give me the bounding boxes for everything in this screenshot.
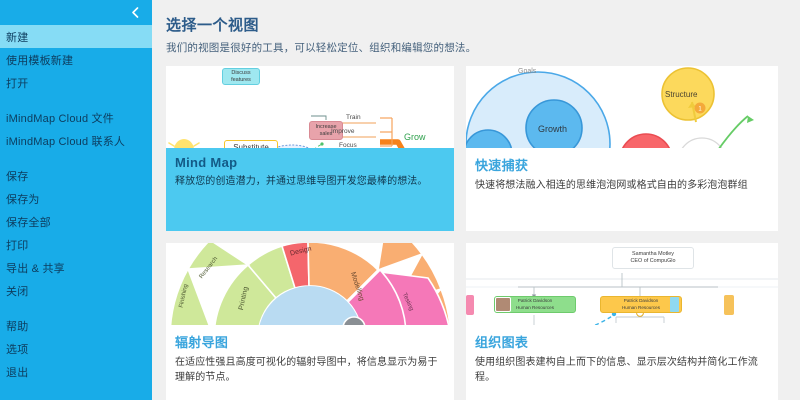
sidebar-item-label: 使用模板新建 [6, 54, 74, 67]
card-title: 快速捕获 [475, 158, 529, 173]
main-content: 选择一个视图 我们的视图是很好的工具，可以轻松定位、组织和编辑您的想法。 [152, 0, 800, 400]
sidebar-item-label: 打印 [6, 239, 29, 252]
org-node-icons [670, 297, 679, 312]
mindmap-label-improve: Improve [331, 128, 355, 135]
mindmap-label-focus: Focus [339, 142, 357, 149]
sidebar-item-print[interactable]: 打印 [0, 233, 152, 256]
org-node-hr-green: Patrick Davidson Human Resources [494, 296, 576, 313]
sidebar-item-label: 退出 [6, 366, 29, 379]
bubble-label-structure: Structure [665, 90, 698, 99]
sidebar-item-new[interactable]: 新建 [0, 25, 152, 48]
org-node-role: Human Resources [621, 304, 661, 310]
sidebar-item-close[interactable]: 关闭 [0, 279, 152, 302]
sidebar-item-options[interactable]: 选项 [0, 337, 152, 360]
sidebar-divider [0, 152, 152, 164]
mindmap-node-increase-sales: Increase sales [309, 121, 343, 140]
org-node-name: Patrick Davidson [623, 298, 659, 304]
org-node-root: Samantha Motley CEO of CompuGlo [612, 247, 694, 269]
sidebar-item-new-from-template[interactable]: 使用模板新建 [0, 48, 152, 71]
card-title: 辐射导图 [175, 335, 229, 350]
org-node-name: Patrick Davidson [517, 298, 553, 304]
sidebar-item-exit[interactable]: 退出 [0, 360, 152, 383]
svg-text:1: 1 [698, 107, 702, 113]
bubble-label-goals: Goals [518, 68, 537, 75]
sidebar-item-cloud-files[interactable]: iMindMap Cloud 文件 [0, 106, 152, 129]
sidebar-item-label: 新建 [6, 31, 29, 44]
sidebar-item-export-share[interactable]: 导出 & 共享 [0, 256, 152, 279]
sidebar-item-save-all[interactable]: 保存全部 [0, 210, 152, 233]
mindmap-label-grow: Grow [404, 132, 426, 142]
sidebar-divider [0, 94, 152, 106]
sidebar-item-cloud-contacts[interactable]: iMindMap Cloud 联系人 [0, 129, 152, 152]
sidebar-item-open[interactable]: 打开 [0, 71, 152, 94]
sidebar-item-label: 帮助 [6, 320, 29, 333]
org-node-avatar [495, 297, 511, 312]
sidebar-item-label: 保存全部 [6, 216, 51, 229]
view-card-mind-map[interactable]: Discuss features Substitute Increase sal… [166, 66, 454, 231]
view-card-quick-capture[interactable]: 1 Goals Growth Improve Research Structur… [466, 66, 778, 231]
card-caption: 快速捕获 快速将想法融入相连的思维泡泡网或格式自由的多彩泡泡群组 [466, 148, 778, 231]
sidebar-divider [0, 302, 152, 314]
node-label: Discuss features [231, 69, 251, 83]
sidebar-header [0, 0, 152, 25]
view-card-radial-map[interactable]: 3D Printing Project Stages Design Printi… [166, 243, 454, 400]
mindmap-label-train: Train [346, 114, 361, 121]
sidebar-item-label: iMindMap Cloud 文件 [6, 112, 114, 125]
card-description: 释放您的创造潜力，并通过思维导图开发您最棒的想法。 [175, 176, 428, 187]
sidebar-item-help[interactable]: 帮助 [0, 314, 152, 337]
org-node-hr-yellow: Patrick Davidson Human Resources [600, 296, 682, 313]
view-card-org-chart[interactable]: Samantha Motley CEO of CompuGlo Patrick … [466, 243, 778, 400]
card-caption: Mind Map 释放您的创造潜力，并通过思维导图开发您最棒的想法。 [166, 148, 454, 231]
card-description: 快速将想法融入相连的思维泡泡网或格式自由的多彩泡泡群组 [475, 180, 748, 191]
card-caption: 辐射导图 在适应性强且高度可视化的辐射导图中，将信息显示为易于理解的节点。 [166, 325, 454, 400]
sidebar: 新建 使用模板新建 打开 iMindMap Cloud 文件 iMindMap … [0, 0, 152, 400]
page-title: 选择一个视图 [166, 17, 260, 34]
org-root-name: Samantha Motley [632, 250, 674, 257]
org-node-role: Human Resources [515, 304, 555, 310]
view-card-grid: Discuss features Substitute Increase sal… [166, 66, 786, 400]
card-caption: 组织图表 使用组织图表建构自上而下的信息、显示层次结构并简化工作流程。 [466, 325, 778, 400]
radial-sunburst-art: 3D Printing Project Stages Design Printi… [166, 243, 454, 400]
sidebar-item-label: 选项 [6, 343, 29, 356]
node-label: Increase sales [315, 123, 337, 137]
sidebar-item-label: 打开 [6, 77, 29, 90]
sidebar-item-save-as[interactable]: 保存为 [0, 187, 152, 210]
org-root-role: CEO of CompuGlo [630, 258, 676, 264]
card-title: 组织图表 [475, 335, 529, 350]
bubble-label-growth: Growth [538, 124, 568, 134]
page-subtitle: 我们的视图是很好的工具，可以轻松定位、组织和编辑您的想法。 [166, 42, 477, 54]
card-description: 在适应性强且高度可视化的辐射导图中，将信息显示为易于理解的节点。 [175, 357, 438, 383]
sidebar-item-label: 导出 & 共享 [6, 262, 65, 275]
sidebar-item-label: 关闭 [6, 285, 29, 298]
sidebar-item-save[interactable]: 保存 [0, 164, 152, 187]
sidebar-menu: 新建 使用模板新建 打开 iMindMap Cloud 文件 iMindMap … [0, 25, 152, 383]
chevron-left-icon[interactable] [128, 6, 141, 19]
card-title: Mind Map [175, 155, 238, 170]
sidebar-item-label: 保存为 [6, 193, 40, 206]
node-label: Substitute [233, 143, 269, 153]
sidebar-item-label: iMindMap Cloud 联系人 [6, 135, 126, 148]
card-description: 使用组织图表建构自上而下的信息、显示层次结构并简化工作流程。 [475, 357, 758, 383]
mindmap-node-discuss-features: Discuss features [222, 68, 260, 85]
sidebar-item-label: 保存 [6, 170, 29, 183]
